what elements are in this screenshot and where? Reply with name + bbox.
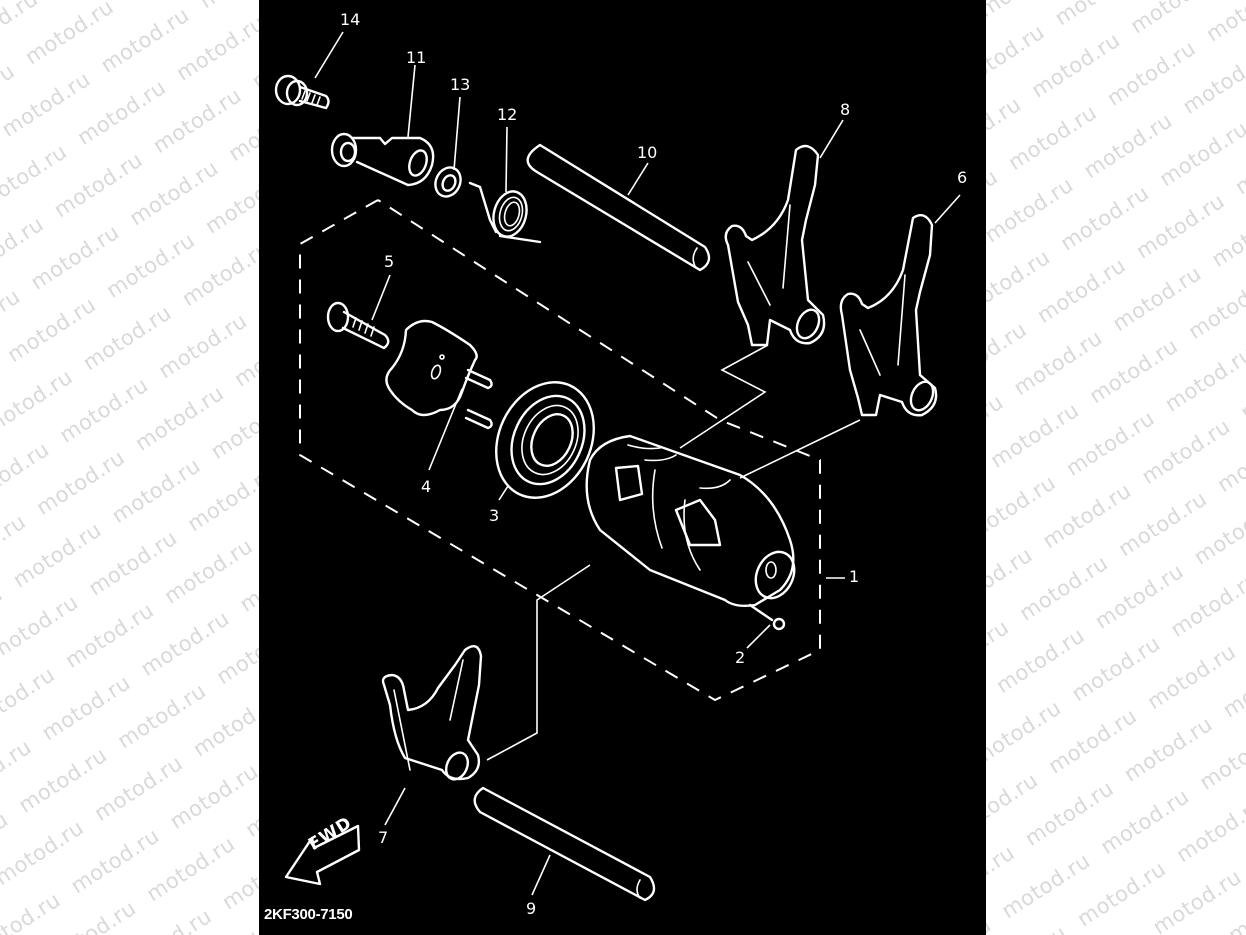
guide-bar-10 (526, 143, 711, 272)
callout-12: 12 (497, 105, 518, 124)
assembly-linkage-lines (486, 344, 861, 761)
stopper-lever-11 (330, 132, 435, 187)
shift-cam-1 (585, 434, 796, 608)
callout-3: 3 (489, 506, 500, 525)
pin-2 (748, 603, 786, 631)
callout-9: 9 (526, 899, 537, 918)
callout-5: 5 (384, 252, 395, 271)
bolt-14 (274, 74, 330, 110)
shift-fork-6 (839, 214, 938, 417)
part-code: 2KF300-7150 (264, 906, 353, 923)
callout-8: 8 (840, 100, 851, 119)
shift-fork-7 (381, 644, 483, 781)
screw-5 (326, 301, 390, 350)
callout-13: 13 (450, 75, 471, 94)
callout-1: 1 (849, 567, 860, 586)
callout-6: 6 (957, 168, 968, 187)
torsion-spring-12 (468, 181, 542, 244)
callout-2: 2 (735, 648, 746, 667)
forward-direction-arrow (284, 824, 361, 886)
callout-7: 7 (378, 828, 389, 847)
shift-fork-8 (724, 144, 826, 347)
guide-bar-9 (473, 786, 656, 902)
callout-leaders (314, 31, 961, 896)
segment-plate (385, 319, 478, 417)
assembly-boundary (299, 199, 821, 702)
callout-11: 11 (406, 48, 427, 67)
washer-13 (434, 166, 462, 198)
bearing-3 (495, 381, 595, 499)
dowel-pins-4 (464, 368, 493, 430)
callout-10: 10 (637, 143, 658, 162)
callout-14: 14 (340, 10, 361, 29)
callout-4: 4 (421, 477, 432, 496)
